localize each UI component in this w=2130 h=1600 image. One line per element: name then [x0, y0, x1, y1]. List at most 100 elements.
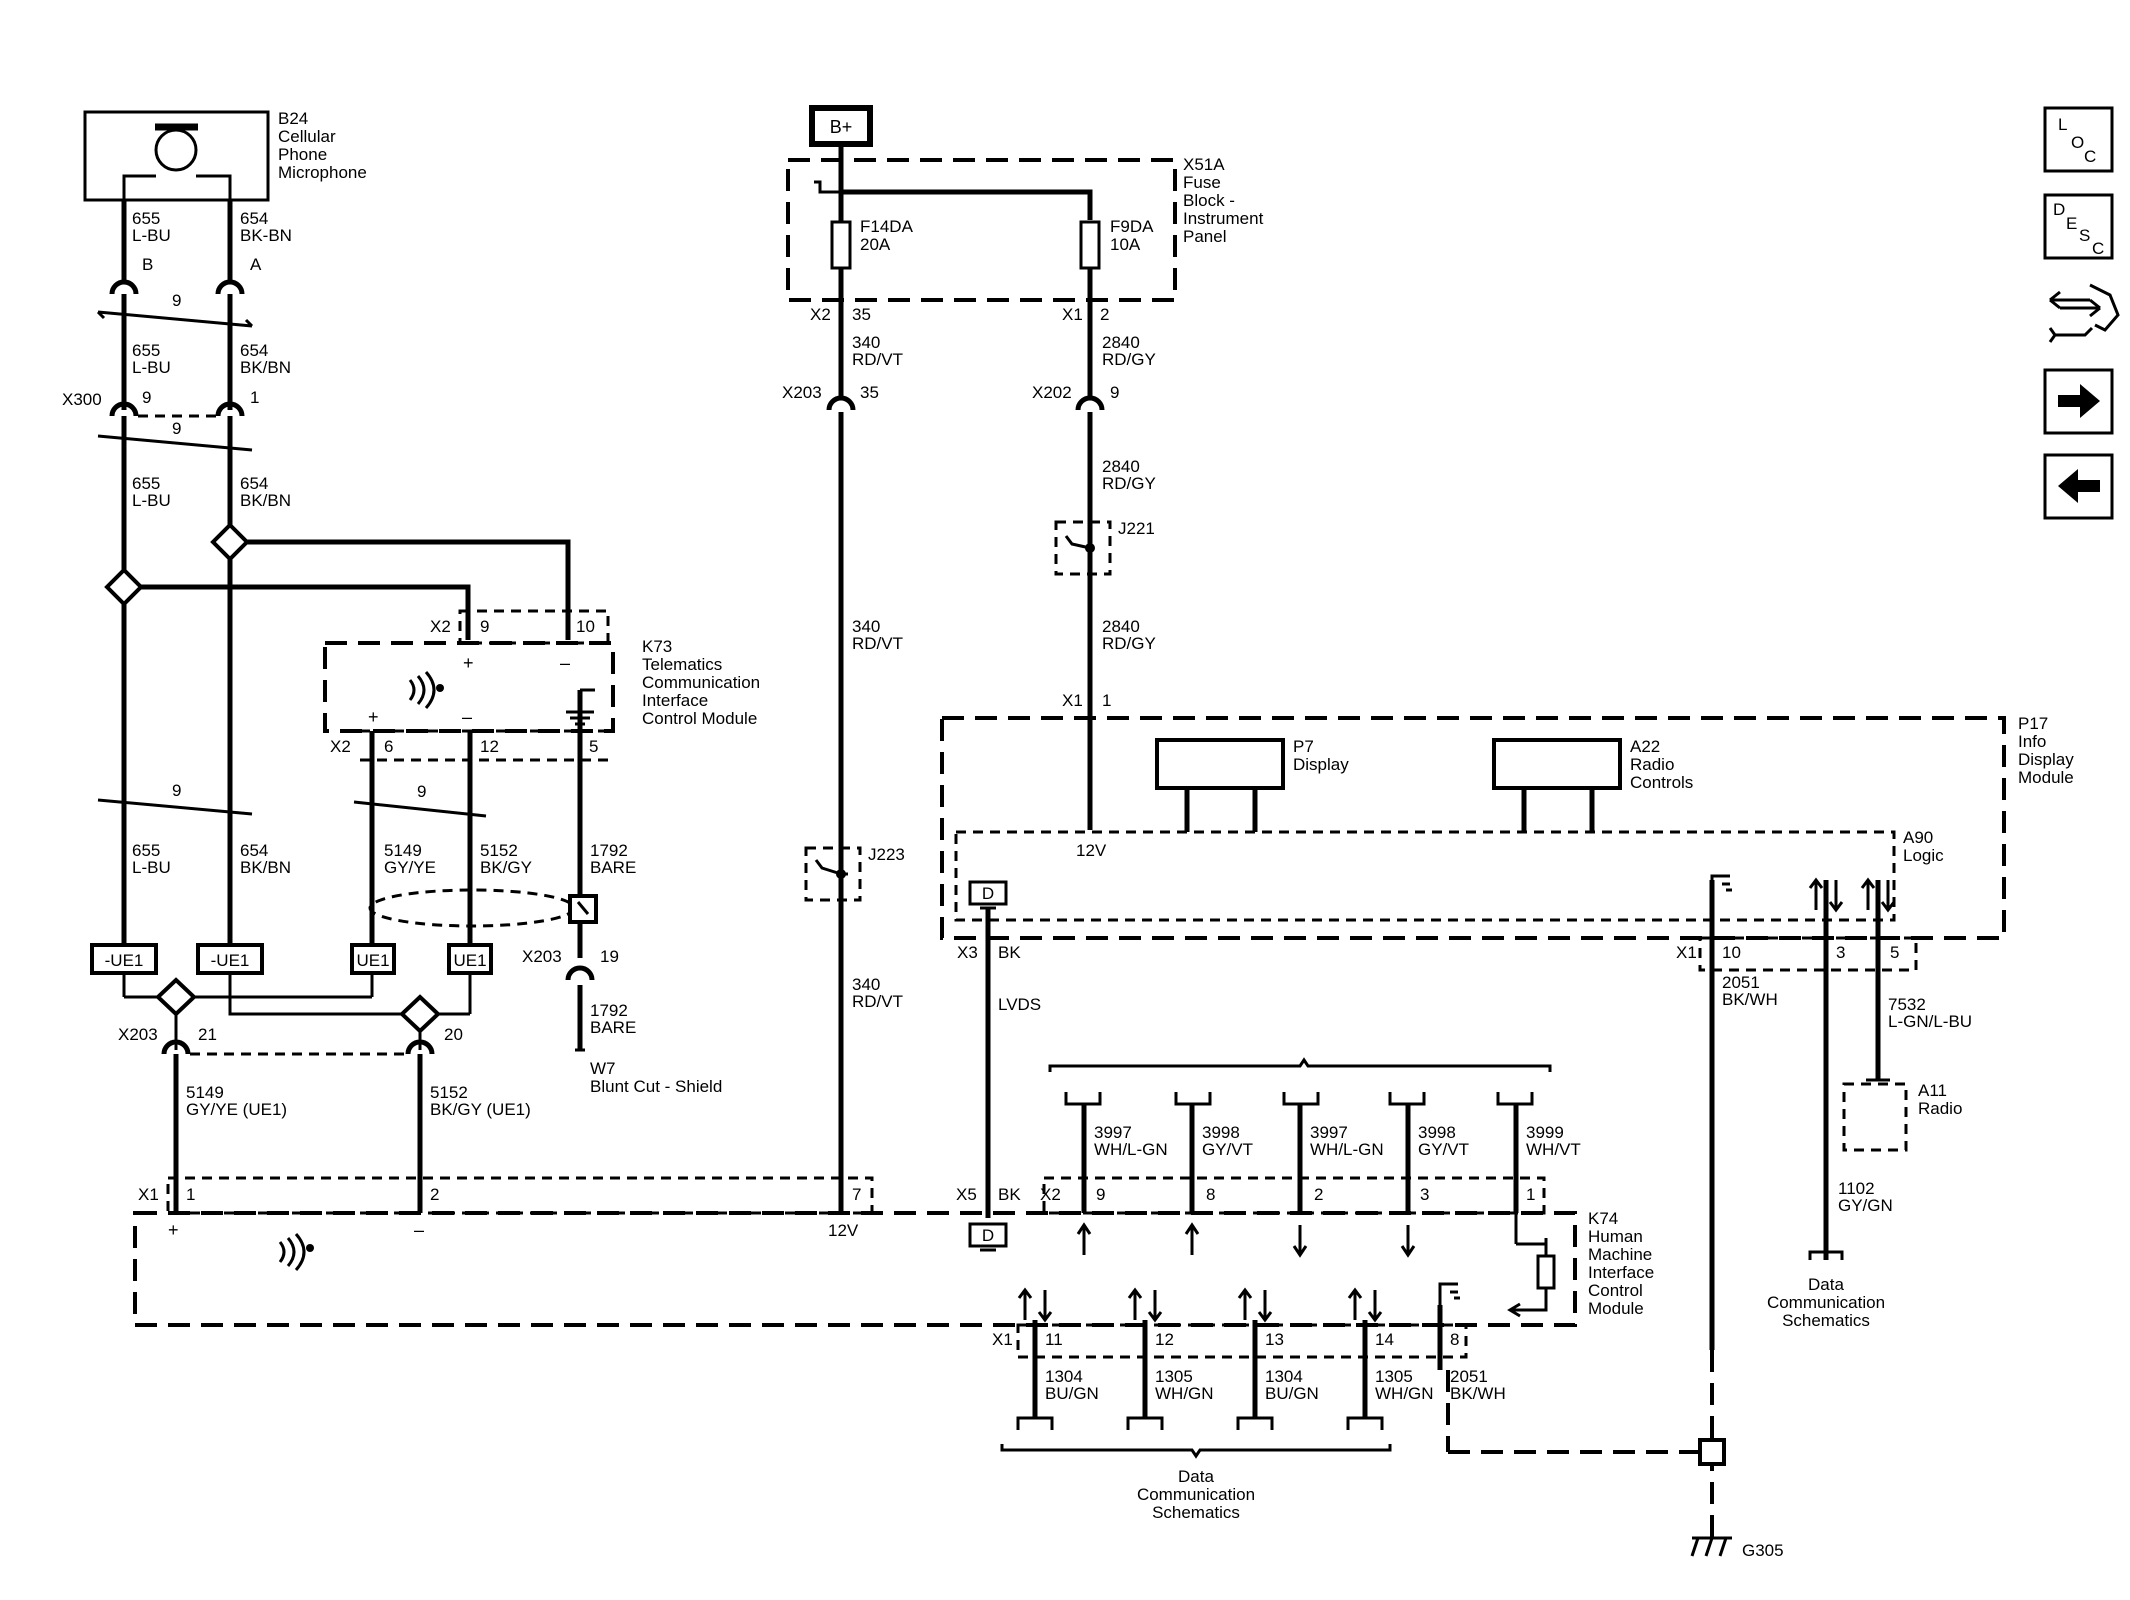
a22-name-1: Radio	[1630, 755, 1674, 774]
ue1-4: UE1	[453, 951, 486, 970]
x51a-ref: X51A	[1183, 155, 1225, 174]
w1304b-color: BU/GN	[1265, 1384, 1319, 1403]
w2051a-num: 2051	[1722, 973, 1760, 992]
w3999-color: WH/VT	[1526, 1140, 1581, 1159]
p17-name-2: Display	[2018, 750, 2074, 769]
w655-num: 655	[132, 209, 160, 228]
k73-name-2: Communication	[642, 673, 760, 692]
a90-ref: A90	[1903, 828, 1933, 847]
x300-label: X300	[62, 390, 102, 409]
w2051b-num: 2051	[1450, 1367, 1488, 1386]
k73-pin5: 5	[589, 737, 598, 756]
x51a-name-4: Panel	[1183, 227, 1226, 246]
w654-color: BK-BN	[240, 226, 292, 245]
k74-x1-top: X1	[138, 1185, 159, 1204]
w5149ue1-num: 5149	[186, 1083, 224, 1102]
fb-x2: X2	[810, 305, 831, 324]
connector-tool-icon[interactable]	[2048, 283, 2120, 343]
desc-s: S	[2079, 226, 2090, 245]
p17-x1: X1	[1062, 691, 1083, 710]
loc-button[interactable]: L O C	[2043, 106, 2114, 173]
j223-label: J223	[868, 845, 905, 864]
w1102-num: 1102	[1838, 1179, 1875, 1198]
a22-ref: A22	[1630, 737, 1660, 756]
w654-num: 654	[240, 209, 268, 228]
k74-name-3: Interface	[1588, 1263, 1654, 1282]
w655c-color: L-BU	[132, 491, 171, 510]
w3999-num: 3999	[1526, 1123, 1564, 1142]
p17-name-1: Info	[2018, 732, 2046, 751]
p17-d-label: D	[982, 884, 994, 903]
k74-minus: –	[414, 1220, 424, 1240]
k73-name-1: Telematics	[642, 655, 722, 674]
pin8: 8	[1450, 1330, 1459, 1349]
w654c-num: 654	[240, 474, 268, 493]
w1792-color: BARE	[590, 858, 636, 877]
x51a-name-2: Block -	[1183, 191, 1235, 210]
x202-pin9: 9	[1110, 383, 1119, 402]
x1-bottom-wires: X1 11 12 13 14 8 1304 BU/GN 1305 WH/GN 1…	[992, 1282, 1506, 1522]
loc-o: O	[2071, 133, 2084, 152]
w2840a-color: RD/GY	[1102, 350, 1156, 369]
ue1-2: -UE1	[211, 951, 250, 970]
x203-shield: X203	[522, 947, 562, 966]
dc-bottom-3: Schematics	[1152, 1503, 1240, 1522]
k73-name-3: Interface	[642, 691, 708, 710]
k74-pin2b: 2	[1314, 1185, 1323, 1204]
w3997b-color: WH/L-GN	[1310, 1140, 1384, 1159]
w1305a-color: WH/GN	[1155, 1384, 1214, 1403]
w654d-color: BK/BN	[240, 858, 291, 877]
w3998b-num: 3998	[1418, 1123, 1456, 1142]
w7-name: Blunt Cut - Shield	[590, 1077, 722, 1096]
w340a-color: RD/VT	[852, 350, 903, 369]
k74-pin2a: 2	[430, 1185, 439, 1204]
a11-name: Radio	[1918, 1099, 1962, 1118]
w3998a-num: 3998	[1202, 1123, 1240, 1142]
battery-label: B+	[830, 117, 853, 137]
w5152-num: 5152	[480, 841, 518, 860]
w2840c-num: 2840	[1102, 617, 1140, 636]
desc-button[interactable]: D E S C	[2043, 193, 2114, 260]
previous-page-button[interactable]	[2043, 453, 2114, 520]
fb-x1: X1	[1062, 305, 1083, 324]
dc-right-2: Communication	[1767, 1293, 1885, 1312]
w7532-num: 7532	[1888, 995, 1926, 1014]
b24-name-2: Phone	[278, 145, 327, 164]
w5152ue1-num: 5152	[430, 1083, 468, 1102]
w2051a-color: BK/WH	[1722, 990, 1778, 1009]
k74-speech-icon	[278, 1233, 314, 1271]
next-page-button[interactable]	[2043, 368, 2114, 435]
w340b-num: 340	[852, 617, 880, 636]
dc-right-1: Data	[1808, 1275, 1844, 1294]
k74-pin1a: 1	[186, 1185, 195, 1204]
fuse-block: B+ F14DA 20A F9DA 10A X51A Fuse Block - …	[786, 105, 1264, 324]
k74-name-4: Control	[1588, 1281, 1643, 1300]
twist-9-a: 9	[172, 291, 181, 310]
k73-x2-bot: X2	[330, 737, 351, 756]
k74-plus: +	[168, 1220, 179, 1240]
k73-plus-bot: +	[368, 707, 379, 727]
w5152-color: BK/GY	[480, 858, 532, 877]
pin19: 19	[600, 947, 619, 966]
b24-name-3: Microphone	[278, 163, 367, 182]
twist-9-c: 9	[172, 781, 181, 800]
a90-x1: X1	[1676, 943, 1697, 962]
w7532-color: L-GN/L-BU	[1888, 1012, 1972, 1031]
w2840c-color: RD/GY	[1102, 634, 1156, 653]
k74-name-1: Human	[1588, 1227, 1643, 1246]
b24-microphone: B24 Cellular Phone Microphone	[83, 109, 367, 202]
k74-x5: X5	[956, 1185, 977, 1204]
x300-pin1: 1	[250, 388, 259, 407]
k74-name-5: Module	[1588, 1299, 1644, 1318]
b24-ref: B24	[278, 109, 308, 128]
w654d-num: 654	[240, 841, 268, 860]
pin13: 13	[1265, 1330, 1284, 1349]
x203-left: X203	[118, 1025, 158, 1044]
w655b-color: L-BU	[132, 358, 171, 377]
f9-amp: 10A	[1110, 235, 1141, 254]
k74-pin7: 7	[852, 1185, 861, 1204]
a90-pin5: 5	[1890, 943, 1899, 962]
k73-module: X2 9 10 + – + – K73 Telematics Communica…	[323, 609, 760, 1096]
w1792b-color: BARE	[590, 1018, 636, 1037]
